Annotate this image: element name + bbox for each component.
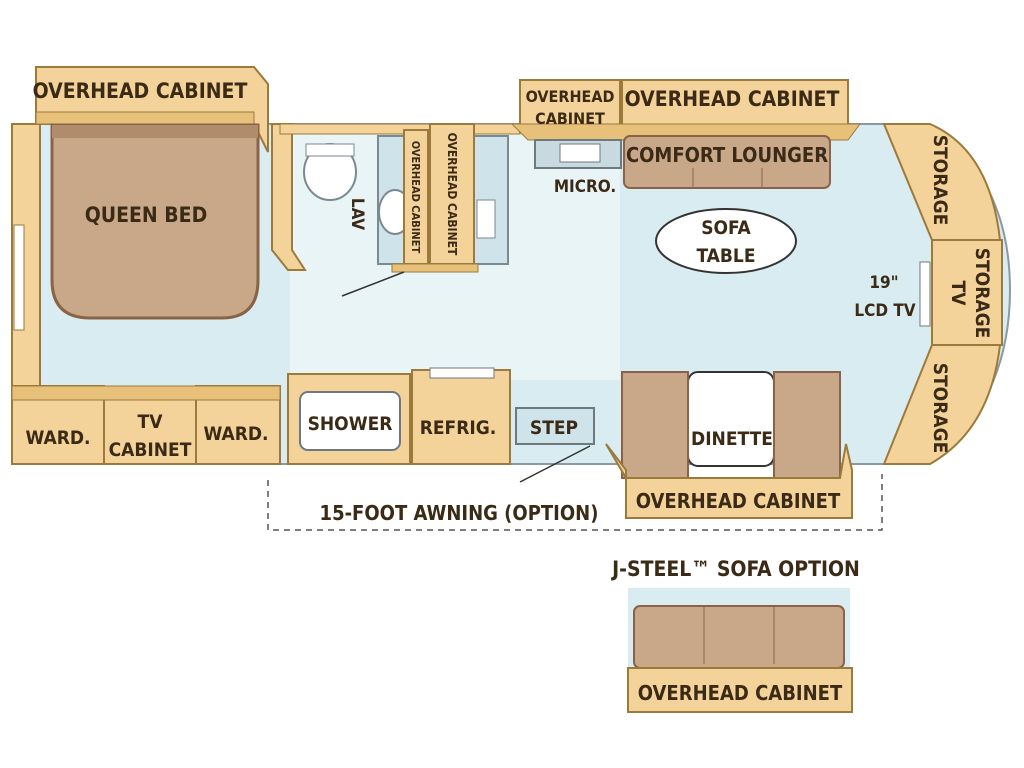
- entry-step: [515, 407, 595, 445]
- shower-pan: [299, 391, 401, 451]
- label-comfort-lounger: COMFORT LOUNGER: [626, 143, 828, 167]
- label-shower: SHOWER: [308, 413, 393, 435]
- label-overhead-cabinet-dinette: OVERHEAD CABINET: [636, 489, 841, 513]
- label-dinette: DINETTE: [691, 428, 773, 450]
- label-storage-tv-2: TV: [947, 281, 969, 307]
- queen-bed: [50, 123, 260, 320]
- label-sofa-option: J-STEEL™ SOFA OPTION: [610, 557, 860, 581]
- label-ward-left: WARD.: [25, 427, 90, 449]
- label-lcd-tv-2: LCD TV: [854, 301, 915, 321]
- lcd-tv: [919, 261, 931, 327]
- rear-window: [13, 224, 25, 331]
- label-step: STEP: [530, 417, 578, 439]
- queen-bed-shade: [52, 125, 258, 138]
- label-storage-tv-1: STORAGE: [971, 248, 993, 339]
- overhead-cabinet-bath-2: [429, 123, 475, 265]
- label-lav: LAV: [347, 198, 367, 230]
- label-overhead-cabinet-front: OVERHEAD CABINET: [625, 87, 840, 111]
- label-overhead-cabinet-sofa-option: OVERHEAD CABINET: [638, 681, 843, 705]
- step-pointer: [519, 445, 591, 483]
- bath-top-wall: [279, 123, 521, 135]
- label-queen-bed: QUEEN BED: [85, 203, 208, 227]
- overhead-cabinet-sofa-option: [627, 667, 853, 713]
- label-storage-top: STORAGE: [929, 135, 951, 226]
- label-overhead-small-2: CABINET: [535, 109, 605, 128]
- overhead-cabinet-rear-lip: [35, 111, 255, 125]
- label-storage-bottom: STORAGE: [929, 363, 951, 454]
- j-steel-sofa: [633, 605, 845, 669]
- microwave-door: [559, 143, 601, 163]
- label-overhead-small-1: OVERHEAD: [526, 87, 615, 106]
- label-sofa-table-1: SOFA: [701, 217, 751, 239]
- storage-tv: [931, 239, 1003, 346]
- overhead-cabinet-dinette: [605, 443, 853, 519]
- refrigerator-top: [429, 367, 495, 379]
- label-overhead-cabinet-bath-1: OVERHEAD CABINET: [409, 141, 422, 254]
- dinette-seat-right: [773, 371, 841, 479]
- label-awning: 15-FOOT AWNING (OPTION): [320, 501, 599, 525]
- comfort-lounger: [623, 135, 831, 189]
- lav-pointer: [341, 271, 405, 297]
- toilet-tank: [305, 143, 355, 157]
- storage-bottom: [882, 344, 1002, 465]
- label-refrig: REFRIG.: [420, 417, 497, 439]
- label-sofa-table-2: TABLE: [696, 245, 755, 267]
- wardrobe-lip: [11, 385, 281, 401]
- bath-cabinet-base: [391, 263, 479, 273]
- dinette-seat-left: [621, 371, 689, 479]
- bath-sink-right: [476, 199, 496, 239]
- dinette-table: [687, 371, 775, 467]
- sofa-table: [655, 208, 797, 274]
- label-overhead-cabinet-bath-2: OVERHEAD CABINET: [445, 133, 459, 256]
- label-micro: MICRO.: [554, 177, 616, 197]
- label-ward-right: WARD.: [203, 423, 268, 445]
- awning-outline: [267, 474, 883, 531]
- tv-cabinet: [103, 389, 197, 465]
- refrigerator: [411, 369, 511, 465]
- label-tv-cabinet-1: TV: [138, 411, 164, 433]
- label-tv-cabinet-2: CABINET: [109, 439, 192, 461]
- overhead-cabinet-bath-1: [403, 129, 429, 265]
- label-lcd-tv-1: 19": [869, 273, 898, 293]
- label-overhead-cabinet-rear: OVERHEAD CABINET: [33, 79, 248, 103]
